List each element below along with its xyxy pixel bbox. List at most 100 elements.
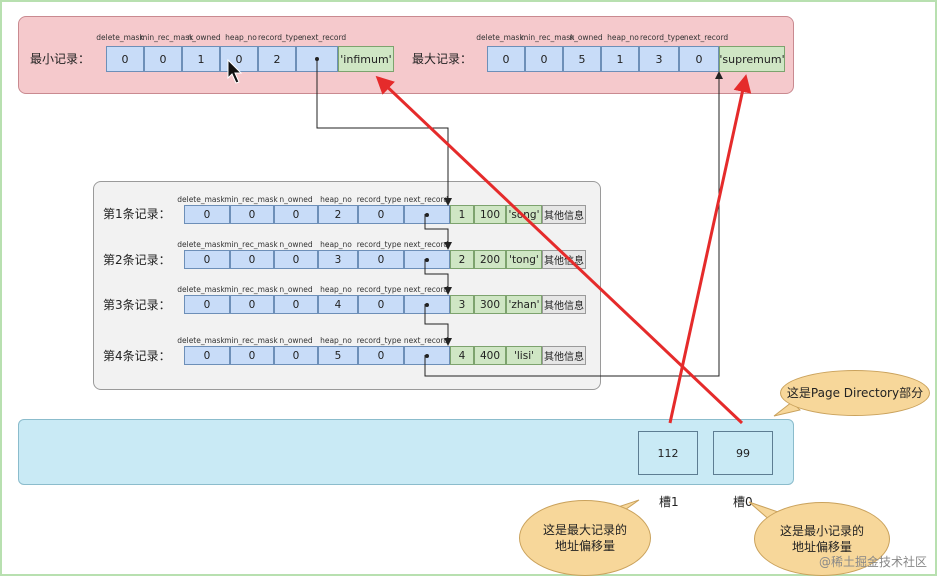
slot-0-label: 槽0 <box>733 495 753 509</box>
record-4-delete-mask: 0 <box>184 346 230 365</box>
record-1-id: 1 <box>450 205 474 224</box>
record-1-other-info: 其他信息 <box>542 205 586 224</box>
record-4-min-rec-mask: 0 <box>230 346 274 365</box>
record-2-header-delete-mask: delete_mask <box>177 240 225 249</box>
record-3-min-rec-mask: 0 <box>230 295 274 314</box>
record-3-name: 'zhan' <box>506 295 542 314</box>
infimum-header-heap-no: heap_no <box>225 33 257 42</box>
mouse-cursor-icon <box>227 58 243 84</box>
record-4-name: 'lisi' <box>506 346 542 365</box>
record-3-next-record <box>404 295 450 314</box>
infimum-label: 最小记录： <box>30 52 91 66</box>
record-1-header-heap-no: heap_no <box>320 195 352 204</box>
supremum-n-owned: 5 <box>563 46 601 72</box>
record-1-header-record-type: record_type <box>356 195 402 204</box>
record-1-n-owned: 0 <box>274 205 318 224</box>
slot-1-label: 槽1 <box>659 495 679 509</box>
min-offset-bubble: 这是最小记录的地址偏移量 <box>754 502 890 576</box>
page-directory-bubble-text: 这是Page Directory部分 <box>786 386 924 400</box>
record-4-n-owned: 0 <box>274 346 318 365</box>
infimum-header-next-record: next_record <box>301 33 347 42</box>
record-2-name: 'tong' <box>506 250 542 269</box>
pointer-dot <box>425 212 429 217</box>
record-2-number: 200 <box>474 250 506 269</box>
supremum-label: 最大记录： <box>412 52 473 66</box>
record-4-header-delete-mask: delete_mask <box>177 336 225 345</box>
record-2-header-next-record: next_record <box>403 240 449 249</box>
min-offset-bubble-text: 这是最小记录的地址偏移量 <box>779 524 864 554</box>
pointer-dot <box>425 257 429 262</box>
record-2-record-type: 0 <box>358 250 404 269</box>
record-4-heap-no: 5 <box>318 346 358 365</box>
record-2-min-rec-mask: 0 <box>230 250 274 269</box>
record-4-record-type: 0 <box>358 346 404 365</box>
record-3-other-info: 其他信息 <box>542 295 586 314</box>
record-1-header-min-rec-mask: min_rec_mask <box>224 195 278 204</box>
infimum-record-type: 2 <box>258 46 296 72</box>
record-1-record-type: 0 <box>358 205 404 224</box>
max-offset-bubble: 这是最大记录的地址偏移量 <box>519 500 651 576</box>
record-3-header-min-rec-mask: min_rec_mask <box>224 285 278 294</box>
record-2-label: 第2条记录： <box>103 253 171 267</box>
record-4-header-min-rec-mask: min_rec_mask <box>224 336 278 345</box>
record-1-header-delete-mask: delete_mask <box>177 195 225 204</box>
infimum-header-record-type: record_type <box>258 33 303 42</box>
record-4-next-record <box>404 346 450 365</box>
record-3-delete-mask: 0 <box>184 295 230 314</box>
record-1-heap-no: 2 <box>318 205 358 224</box>
record-1-label: 第1条记录： <box>103 207 171 221</box>
infimum-n-owned: 1 <box>182 46 220 72</box>
infimum-header-delete-mask: delete_mask <box>96 33 144 42</box>
record-4-id: 4 <box>450 346 474 365</box>
supremum-name: 'supremum' <box>719 46 785 72</box>
record-3-number: 300 <box>474 295 506 314</box>
infimum-header-n-owned: n_owned <box>187 33 221 42</box>
slot-1-offset: 112 <box>638 431 698 475</box>
record-4-header-n-owned: n_owned <box>279 336 313 345</box>
record-1-min-rec-mask: 0 <box>230 205 274 224</box>
page-directory-bubble: 这是Page Directory部分 <box>780 370 930 416</box>
record-1-to-record-2-line <box>424 214 452 250</box>
supremum-delete-mask: 0 <box>487 46 525 72</box>
record-3-header-next-record: next_record <box>403 285 449 294</box>
supremum-record-type: 3 <box>639 46 679 72</box>
record-2-header-n-owned: n_owned <box>279 240 313 249</box>
record-1-next-record <box>404 205 450 224</box>
record-3-heap-no: 4 <box>318 295 358 314</box>
record-1-header-n-owned: n_owned <box>279 195 313 204</box>
record-3-n-owned: 0 <box>274 295 318 314</box>
record-1-delete-mask: 0 <box>184 205 230 224</box>
record-3-record-type: 0 <box>358 295 404 314</box>
infimum-name: 'infimum' <box>338 46 394 72</box>
record-2-header-heap-no: heap_no <box>320 240 352 249</box>
infimum-min-rec-mask: 0 <box>144 46 182 72</box>
record-3-id: 3 <box>450 295 474 314</box>
record-4-to-supremum-line <box>424 71 723 377</box>
supremum-next-record: 0 <box>679 46 719 72</box>
record-3-header-record-type: record_type <box>356 285 402 294</box>
record-2-id: 2 <box>450 250 474 269</box>
pointer-dot <box>425 353 429 358</box>
record-2-delete-mask: 0 <box>184 250 230 269</box>
record-4-header-record-type: record_type <box>356 336 402 345</box>
record-2-to-record-3-line <box>424 259 452 295</box>
record-3-to-record-4-line <box>424 304 452 346</box>
infimum-delete-mask: 0 <box>106 46 144 72</box>
infimum-header-min-rec-mask: min_rec_mask <box>140 33 194 42</box>
slot-1-to-supremum-arrow <box>668 74 752 424</box>
slot-0-to-infimum-arrow <box>375 75 744 425</box>
record-2-header-min-rec-mask: min_rec_mask <box>224 240 278 249</box>
watermark: @稀土掘金技术社区 <box>818 555 927 569</box>
infimum-to-record-1-line <box>316 59 452 206</box>
pointer-dot <box>425 302 429 307</box>
record-1-number: 100 <box>474 205 506 224</box>
record-3-header-delete-mask: delete_mask <box>177 285 225 294</box>
slot-0-offset: 99 <box>713 431 773 475</box>
supremum-header-record-type: record_type <box>640 33 685 42</box>
record-3-header-n-owned: n_owned <box>279 285 313 294</box>
infimum-heap-no: 0 <box>220 46 258 72</box>
supremum-header-min-rec-mask: min_rec_mask <box>521 33 575 42</box>
record-4-header-next-record: next_record <box>403 336 449 345</box>
supremum-header-delete-mask: delete_mask <box>476 33 524 42</box>
